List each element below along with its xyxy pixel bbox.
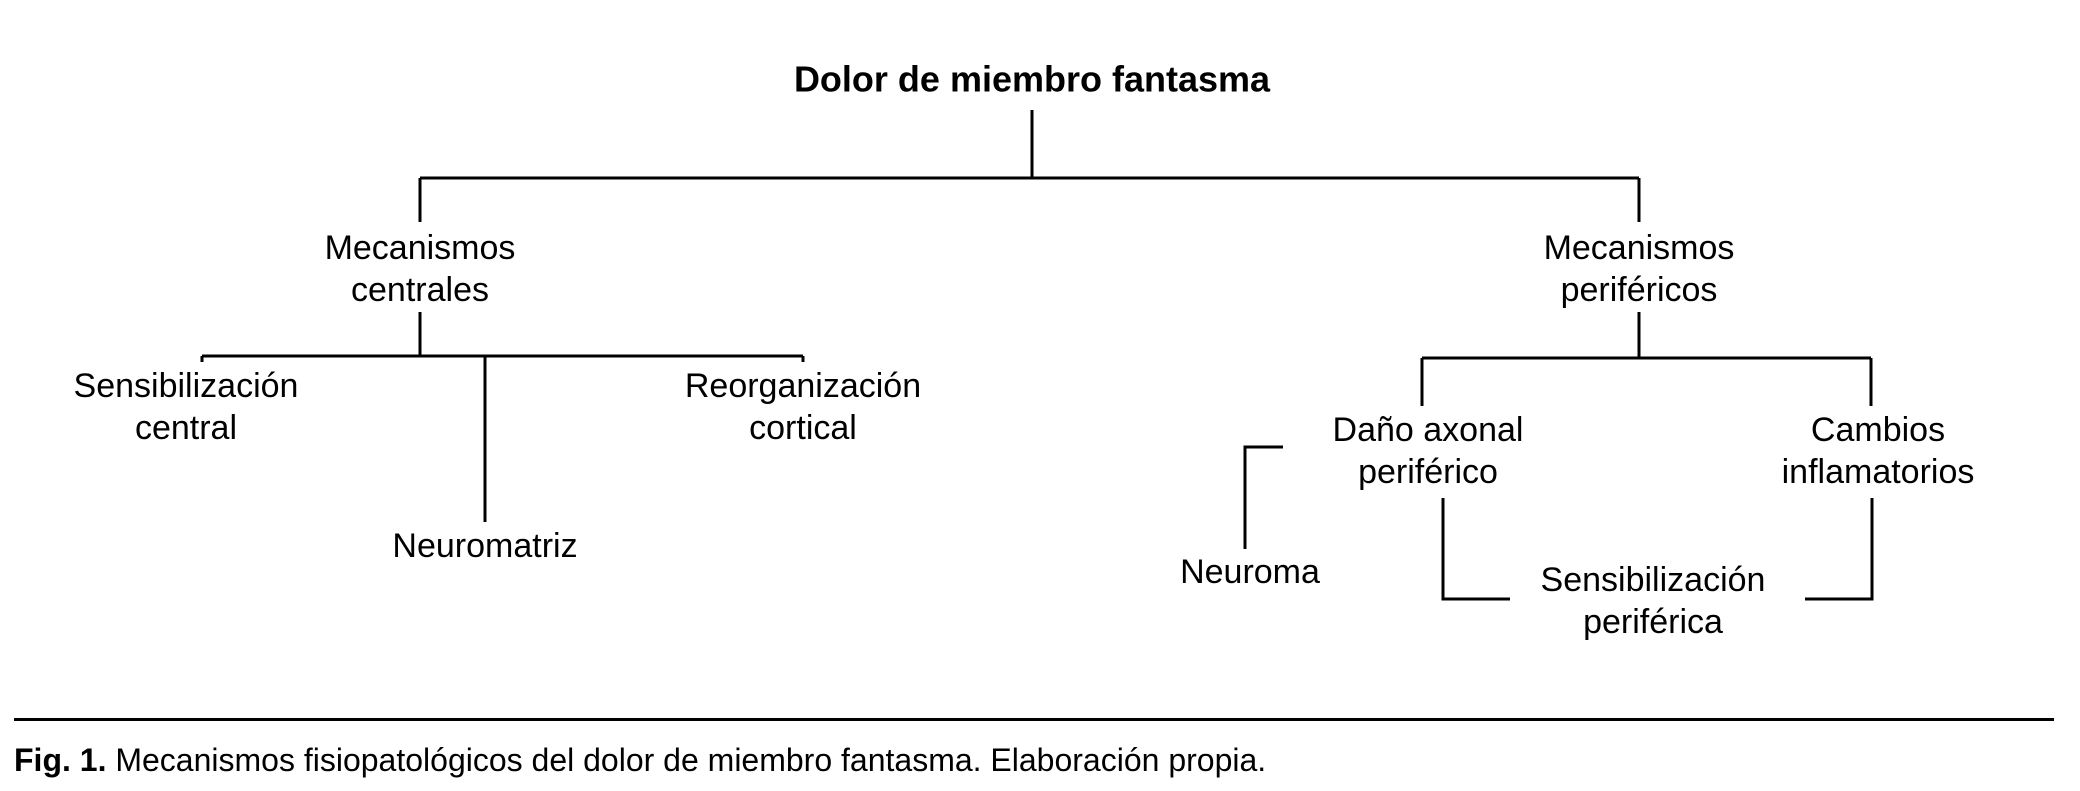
node-dano-axonal-periferico-label-line1: Daño axonal bbox=[1333, 411, 1524, 449]
node-reorganizacion-cortical-label-line1: Reorganización bbox=[685, 367, 921, 405]
node-sensibilizacion-central-label-line2: central bbox=[135, 409, 237, 447]
node-sensibilizacion-central-label-line1: Sensibilización bbox=[74, 367, 299, 405]
node-reorganizacion-cortical-label-line2: cortical bbox=[749, 409, 857, 447]
caption-divider bbox=[14, 718, 2054, 721]
node-mecanismos-perifericos-label-line2: periféricos bbox=[1561, 271, 1718, 309]
node-mecanismos-perifericos-label-line1: Mecanismos bbox=[1544, 229, 1735, 267]
node-sensibilizacion-periferica-label-line2: periférica bbox=[1583, 603, 1723, 641]
figure-caption: Fig. 1. Mecanismos fisiopatológicos del … bbox=[14, 740, 2064, 780]
node-cambios-inflamatorios-label-line1: Cambios bbox=[1811, 411, 1945, 449]
caption-text: Mecanismos fisiopatológicos del dolor de… bbox=[115, 742, 1267, 778]
edge-cambios-inflamatorios-to-sensibilizacion-periferica bbox=[1805, 498, 1874, 601]
node-mecanismos-centrales-label-line2: centrales bbox=[351, 271, 489, 309]
flowchart-diagram: Dolor de miembro fantasma Mecanismos cen… bbox=[74, 59, 1975, 641]
edge-dano-axonal-to-neuroma bbox=[1243, 445, 1283, 549]
node-root-label: Dolor de miembro fantasma bbox=[794, 59, 1271, 100]
edge-dano-axonal-to-sensibilizacion-periferica bbox=[1441, 498, 1510, 601]
node-neuromatriz-label: Neuromatriz bbox=[392, 527, 577, 565]
caption-label: Fig. 1. bbox=[14, 742, 107, 778]
node-dano-axonal-periferico-label-line2: periférico bbox=[1358, 453, 1498, 491]
node-mecanismos-centrales-label-line1: Mecanismos bbox=[325, 229, 516, 267]
node-sensibilizacion-periferica-label-line1: Sensibilización bbox=[1541, 561, 1766, 599]
node-cambios-inflamatorios-label-line2: inflamatorios bbox=[1782, 453, 1975, 491]
node-neuroma-label: Neuroma bbox=[1180, 553, 1320, 591]
